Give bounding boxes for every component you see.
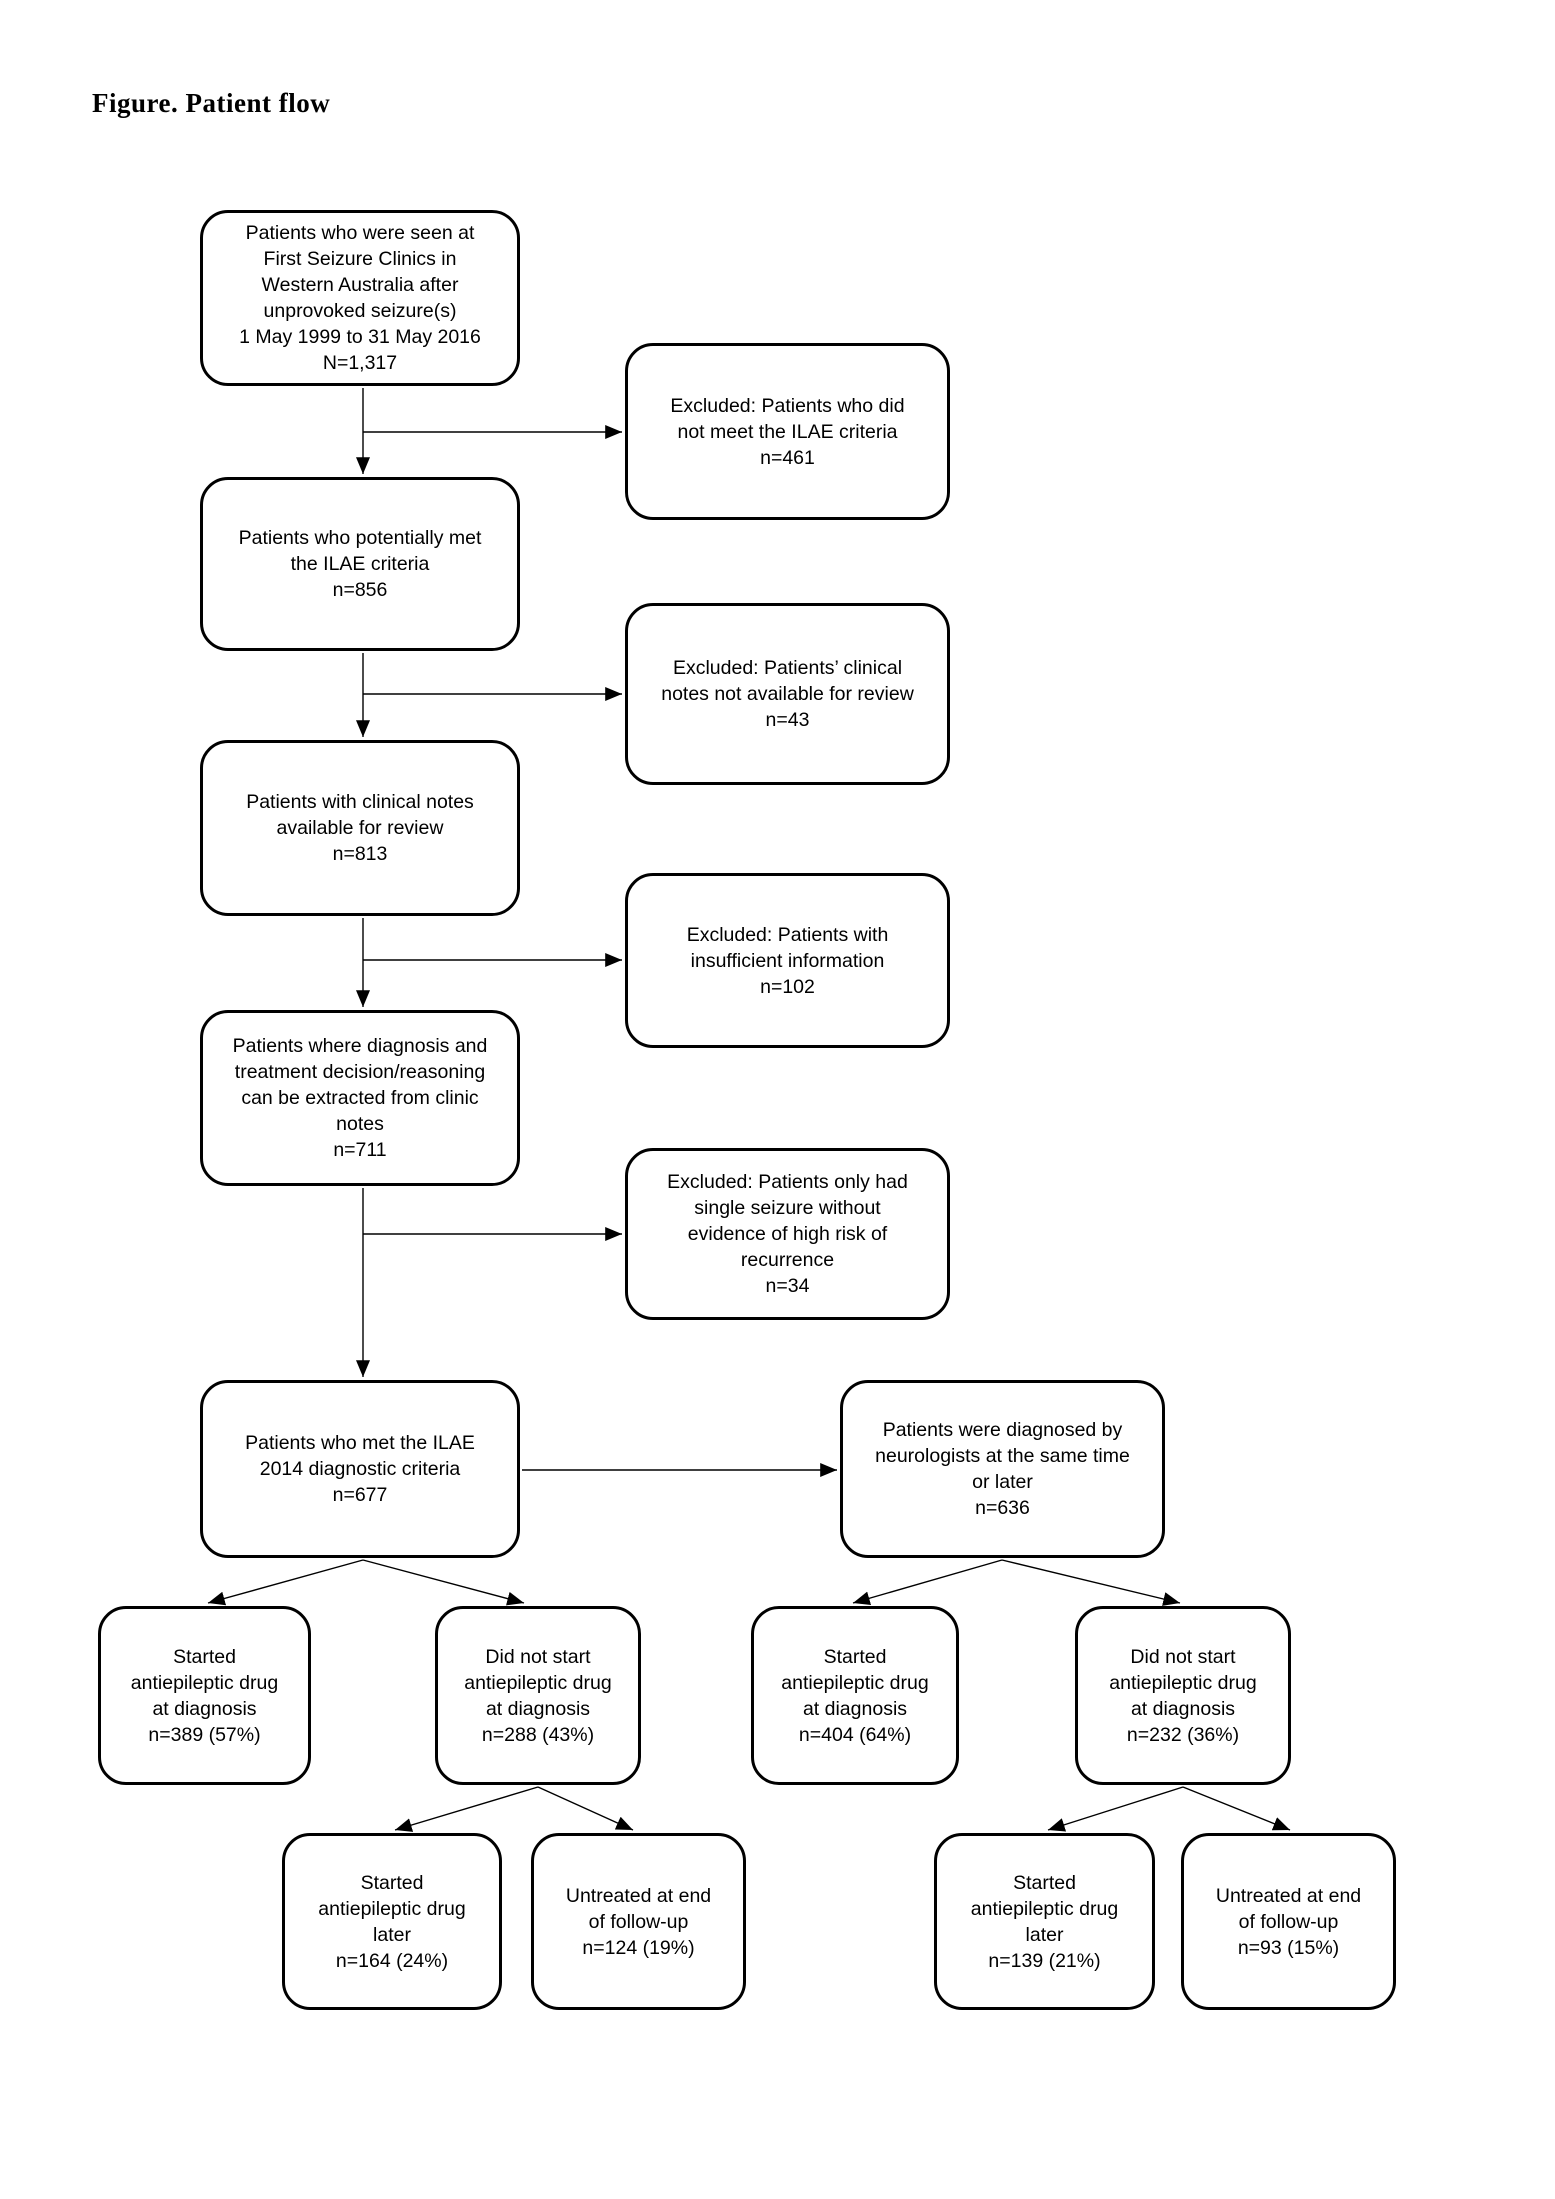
text-line: Patients who potentially met (238, 527, 482, 549)
text-line: n=636 (975, 1497, 1030, 1519)
flow-arrow (1047, 1786, 1184, 1832)
text-line: antiepileptic drug (464, 1671, 612, 1694)
node-started-later-ilae: Started antiepileptic drug later n=164 (24%… (282, 1833, 502, 2010)
node-started-later-neuro: Started antiepileptic drug later n=139 (21%… (934, 1833, 1155, 2010)
text-line: n=711 (333, 1139, 387, 1161)
text-line: n=389 (57%) (148, 1723, 261, 1746)
text-line: Patients with clinical notes (246, 791, 474, 813)
node-potentially-met: Patients who potentially met the ILAE cri… (200, 477, 520, 651)
flow-arrow (1182, 1786, 1291, 1831)
text-line: Patients were diagnosed by (882, 1419, 1123, 1441)
text-line: evidence of high risk of (687, 1223, 888, 1245)
text-line: antiepileptic drug (1109, 1671, 1257, 1694)
flow-arrow (537, 1786, 634, 1831)
text-line: n=34 (765, 1275, 810, 1297)
text-line: recurrence (740, 1249, 835, 1271)
node-not-started-diag-ilae: Did not start antiepileptic drug at diagno… (435, 1606, 641, 1785)
flow-arrow (394, 1786, 539, 1832)
text-line: Excluded: Patients’ clinical (672, 657, 903, 679)
text-line: later (373, 1923, 411, 1946)
text-line: Did not start (485, 1645, 591, 1668)
node-seen-clinics: Patients who were seen at First Seizure C… (200, 210, 520, 386)
text-line: n=102 (760, 975, 815, 998)
node-excluded-insufficient: Excluded: Patients with insufficient info… (625, 873, 950, 1048)
text-line: later (1025, 1923, 1064, 1946)
text-line: at diagnosis (1130, 1697, 1236, 1720)
text-line: Started (360, 1871, 424, 1894)
text-line: n=164 (24%) (335, 1949, 449, 1972)
text-line: n=461 (760, 446, 815, 469)
text-line: Patients who were seen at (245, 222, 475, 244)
text-line: n=677 (332, 1484, 388, 1506)
node-diagnosed-neurologists: Patients were diagnosed by neurologists a… (840, 1380, 1165, 1558)
text-line: can be extracted from clinic (241, 1087, 479, 1109)
text-line: not meet the ILAE criteria (677, 420, 898, 443)
flow-arrow (1001, 1559, 1181, 1606)
text-line: n=856 (332, 579, 388, 601)
flow-arrow (852, 1559, 1003, 1606)
text-line: n=43 (765, 709, 810, 731)
node-untreated-ilae: Untreated at end of follow-up n=124 (19%) (531, 1833, 746, 2010)
text-line: First Seizure Clinics in (263, 248, 457, 270)
node-started-diag-neuro: Started antiepileptic drug at diagnosis n=4… (751, 1606, 959, 1785)
text-line: at diagnosis (152, 1697, 257, 1720)
text-line: at diagnosis (802, 1697, 908, 1720)
text-line: notes (336, 1113, 384, 1135)
text-line: insufficient information (690, 949, 885, 972)
text-line: antiepileptic drug (318, 1897, 466, 1920)
text-line: antiepileptic drug (781, 1671, 929, 1694)
node-excluded-notes: Excluded: Patients’ clinical notes not av… (625, 603, 950, 785)
text-line: the ILAE criteria (290, 553, 430, 575)
flow-arrow (362, 1559, 525, 1606)
text-line: unprovoked seizure(s) (263, 300, 457, 322)
text-line: n=404 (64%) (798, 1723, 912, 1746)
text-line: available for review (276, 817, 444, 839)
node-excluded-ilae: Excluded: Patients who did not meet the I… (625, 343, 950, 520)
figure-title: Figure. Patient flow (92, 88, 331, 118)
text-line: neurologists at the same time (875, 1445, 1130, 1467)
text-line: Patients where diagnosis and (232, 1035, 488, 1057)
text-line: Started (1013, 1871, 1076, 1894)
node-met-ilae-2014: Patients who met the ILAE 2014 diagnostic… (200, 1380, 520, 1558)
text-line: of follow-up (1238, 1910, 1339, 1933)
text-line: of follow-up (588, 1910, 689, 1933)
text-line: Started (823, 1645, 887, 1668)
node-diagnosis-extracted: Patients where diagnosis and treatment de… (200, 1010, 520, 1186)
text-line: n=232 (36%) (1126, 1723, 1240, 1746)
text-line: n=813 (332, 843, 388, 865)
text-line: Started (173, 1645, 236, 1668)
node-notes-available: Patients with clinical notes available fo… (200, 740, 520, 916)
text-line: n=124 (19%) (582, 1936, 695, 1959)
node-excluded-single-seizure: Excluded: Patients only had single seizur… (625, 1148, 950, 1320)
text-line: Patients who met the ILAE (245, 1432, 475, 1454)
text-line: Untreated at end (565, 1884, 712, 1907)
text-line: n=93 (15%) (1237, 1936, 1340, 1959)
text-line: Excluded: Patients with (686, 923, 889, 946)
node-started-diag-ilae: Started antiepileptic drug at diagnosis n=3… (98, 1606, 311, 1785)
text-line: Excluded: Patients only had (667, 1171, 908, 1193)
text-line: notes not available for review (661, 683, 914, 705)
text-line: single seizure without (694, 1197, 881, 1219)
text-line: Excluded: Patients who did (670, 394, 905, 417)
text-line: 2014 diagnostic criteria (259, 1458, 461, 1480)
text-line: or later (972, 1471, 1033, 1493)
text-line: n=139 (21%) (988, 1949, 1101, 1972)
text-line: N=1,317 (322, 352, 398, 374)
text-line: treatment decision/reasoning (234, 1061, 486, 1083)
text-line: Did not start (1130, 1645, 1236, 1668)
text-line: n=288 (43%) (481, 1723, 595, 1746)
node-untreated-neuro: Untreated at end of follow-up n=93 (15%) (1181, 1833, 1396, 2010)
flow-arrow (207, 1559, 364, 1606)
text-line: antiepileptic drug (130, 1671, 279, 1694)
text-line: antiepileptic drug (970, 1897, 1119, 1920)
text-line: Western Australia after (261, 274, 459, 296)
text-line: Untreated at end (1215, 1884, 1362, 1907)
text-line: 1 May 1999 to 31 May 2016 (239, 326, 481, 348)
text-line: at diagnosis (485, 1697, 591, 1720)
node-not-started-diag-neuro: Did not start antiepileptic drug at diagno… (1075, 1606, 1291, 1785)
